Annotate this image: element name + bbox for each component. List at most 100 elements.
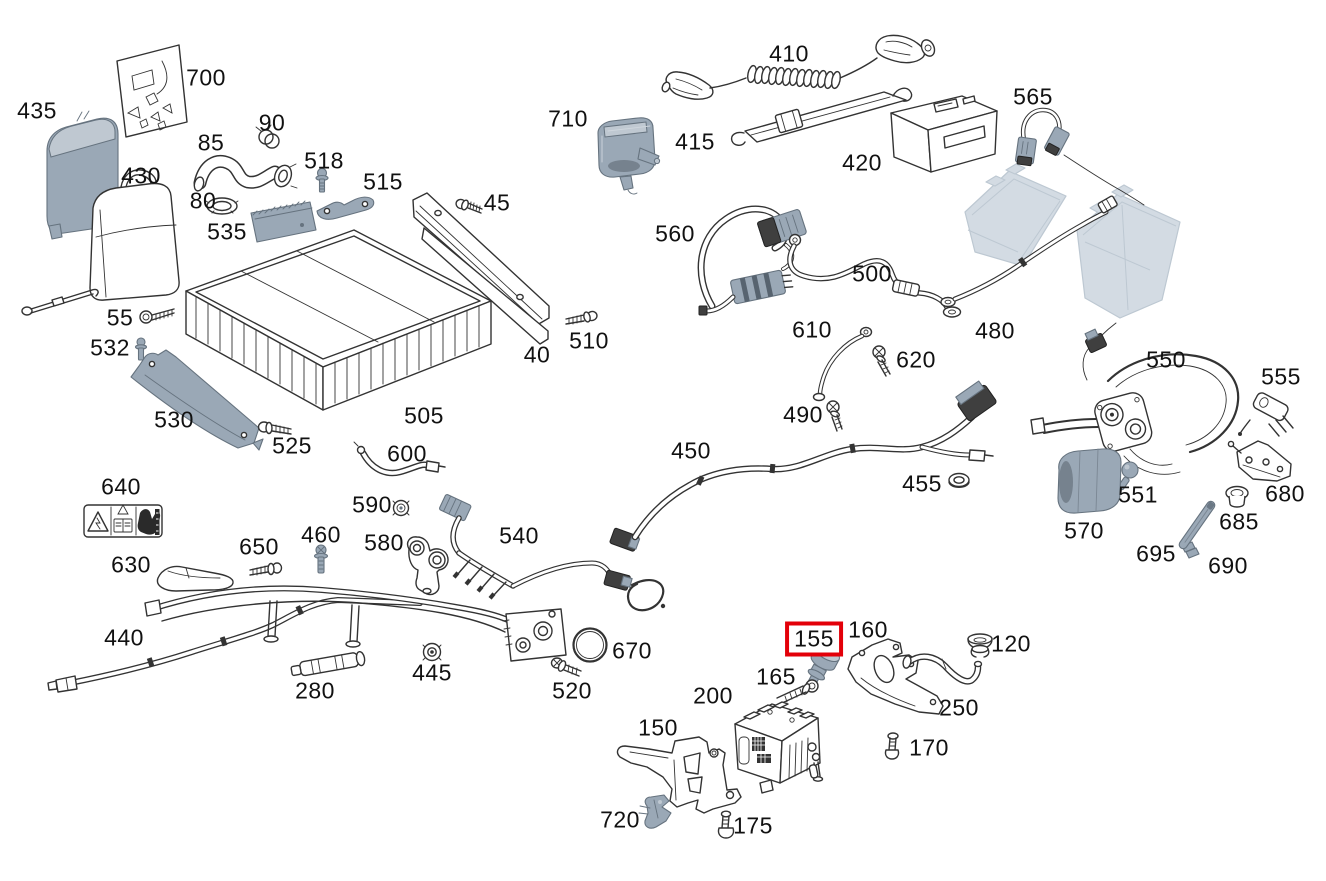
part-label-55[interactable]: 55: [106, 304, 134, 331]
part-label-415[interactable]: 415: [675, 128, 715, 155]
part-518-drawing: [315, 167, 329, 193]
part-120-drawing: [967, 633, 993, 658]
part-430-drawing: [21, 169, 180, 316]
part-label-80[interactable]: 80: [189, 187, 217, 214]
part-670-drawing: [572, 627, 608, 663]
part-label-580[interactable]: 580: [364, 529, 404, 556]
part-640-drawing: [83, 504, 163, 538]
part-label-570[interactable]: 570: [1064, 517, 1104, 544]
part-label-480[interactable]: 480: [975, 317, 1015, 344]
part-560-drawing: [697, 205, 807, 316]
part-label-505[interactable]: 505: [404, 402, 444, 429]
part-label-695[interactable]: 695: [1136, 540, 1176, 567]
part-600-drawing: [353, 441, 446, 477]
part-680-drawing: [1227, 440, 1292, 482]
part-551-drawing: [1117, 461, 1139, 491]
part-label-170[interactable]: 170: [909, 734, 949, 761]
part-label-535[interactable]: 535: [207, 218, 247, 245]
part-label-90[interactable]: 90: [258, 109, 286, 136]
part-440-drawing: [47, 596, 423, 693]
part-label-515[interactable]: 515: [363, 168, 403, 195]
part-650-drawing: [249, 562, 283, 576]
part-455-drawing: [948, 472, 970, 488]
part-530-drawing: [130, 349, 264, 451]
part-label-670[interactable]: 670: [612, 637, 652, 664]
part-label-520[interactable]: 520: [552, 677, 592, 704]
part-label-630[interactable]: 630: [111, 551, 151, 578]
part-label-610[interactable]: 610: [792, 316, 832, 343]
part-label-280[interactable]: 280: [295, 677, 335, 704]
part-label-250[interactable]: 250: [939, 694, 979, 721]
part-165-drawing: [776, 679, 819, 705]
part-720-drawing: [638, 794, 672, 829]
part-label-518[interactable]: 518: [304, 147, 344, 174]
part-label-430[interactable]: 430: [121, 162, 161, 189]
part-620-drawing: [872, 345, 891, 377]
part-label-565[interactable]: 565: [1013, 83, 1053, 110]
part-label-175[interactable]: 175: [733, 812, 773, 839]
part-175-drawing: [717, 810, 735, 839]
lower-harness-assembly-drawing: [144, 585, 567, 662]
part-label-530[interactable]: 530: [154, 406, 194, 433]
part-label-165[interactable]: 165: [756, 663, 796, 690]
part-685-drawing: [1225, 485, 1249, 508]
part-280-drawing: [290, 650, 366, 677]
part-label-445[interactable]: 445: [412, 659, 452, 686]
part-520-drawing: [550, 657, 582, 677]
part-445-drawing: [422, 642, 442, 662]
part-label-85[interactable]: 85: [197, 129, 225, 156]
part-510-drawing: [565, 310, 598, 325]
part-85-drawing: [193, 154, 298, 192]
part-label-600[interactable]: 600: [387, 440, 427, 467]
part-label-435[interactable]: 435: [17, 97, 57, 124]
part-label-525[interactable]: 525: [272, 432, 312, 459]
part-label-710[interactable]: 710: [548, 105, 588, 132]
part-label-620[interactable]: 620: [896, 346, 936, 373]
part-570-drawing: [1057, 448, 1122, 514]
part-label-685[interactable]: 685: [1219, 508, 1259, 535]
part-label-500[interactable]: 500: [852, 260, 892, 287]
part-label-555[interactable]: 555: [1261, 363, 1301, 390]
part-label-650[interactable]: 650: [239, 533, 279, 560]
ghost-module-icon: [964, 163, 1067, 267]
part-415-drawing: [730, 87, 913, 146]
part-label-120[interactable]: 120: [991, 630, 1031, 657]
part-535-drawing: [250, 200, 317, 243]
part-460-drawing: [313, 544, 329, 574]
part-label-160[interactable]: 160: [848, 616, 888, 643]
part-label-551[interactable]: 551: [1118, 481, 1158, 508]
part-label-550[interactable]: 550: [1146, 346, 1186, 373]
part-label-590[interactable]: 590: [352, 491, 392, 518]
part-label-155[interactable]: 155: [785, 621, 843, 657]
part-label-200[interactable]: 200: [693, 682, 733, 709]
part-label-690[interactable]: 690: [1208, 552, 1248, 579]
part-label-420[interactable]: 420: [842, 149, 882, 176]
part-label-40[interactable]: 40: [523, 341, 551, 368]
part-label-490[interactable]: 490: [783, 401, 823, 428]
part-90-drawing: [255, 124, 280, 149]
part-525-drawing: [257, 421, 292, 435]
part-label-700[interactable]: 700: [186, 64, 226, 91]
part-label-640[interactable]: 640: [101, 473, 141, 500]
part-label-410[interactable]: 410: [769, 40, 809, 67]
part-label-510[interactable]: 510: [569, 327, 609, 354]
part-label-720[interactable]: 720: [600, 806, 640, 833]
part-label-560[interactable]: 560: [655, 220, 695, 247]
part-610-drawing: [812, 326, 873, 402]
part-label-455[interactable]: 455: [902, 470, 942, 497]
part-label-680[interactable]: 680: [1265, 480, 1305, 507]
part-label-532[interactable]: 532: [90, 334, 130, 361]
part-label-450[interactable]: 450: [671, 437, 711, 464]
part-label-150[interactable]: 150: [638, 714, 678, 741]
part-label-460[interactable]: 460: [301, 521, 341, 548]
part-532-drawing: [134, 337, 148, 361]
part-170-drawing: [884, 732, 900, 760]
part-label-440[interactable]: 440: [104, 624, 144, 651]
part-label-45[interactable]: 45: [483, 189, 511, 216]
part-700-drawing: [116, 44, 188, 138]
part-label-540[interactable]: 540: [499, 522, 539, 549]
part-55-drawing: [139, 308, 175, 324]
part-565-drawing: [1014, 107, 1145, 206]
